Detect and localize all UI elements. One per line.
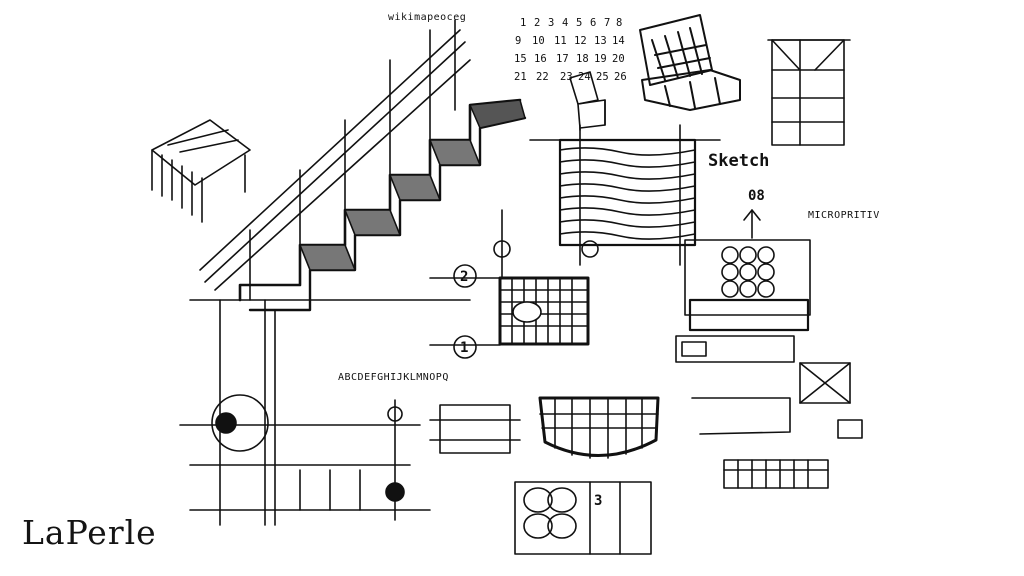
calendar-day: 18 [576,53,589,65]
calendar-day: 17 [556,53,569,65]
calendar-day: 1 [520,17,526,29]
pergola-sketch [151,119,251,223]
calendar-day: 5 [576,17,582,29]
alphabet-label: ABCDEFGHIJKLMNOPQ [338,372,449,383]
calendar-day: 16 [534,53,547,65]
calendar-day: 12 [574,35,587,47]
calendar-day: 25 [596,71,609,83]
calendar-day: 23 [560,71,573,83]
microprint-label: MICROPRITIV [808,210,880,221]
laperle-logo: LaPerle [22,513,157,552]
calendar-day: 6 [590,17,596,29]
balcony-railing-sketch [675,209,811,363]
marker-label: 1 [460,340,468,356]
marker-label: 2 [460,269,468,285]
calendar-day: 8 [616,17,622,29]
shelf-sketch [767,39,851,146]
grid-panel-sketch [538,396,660,459]
calendar-day: 10 [532,35,545,47]
armchair-sketch [639,14,741,111]
calendar-day: 19 [594,53,607,65]
scribble-label: wikimapeoceg [388,12,466,23]
calendar-day: 14 [612,35,625,47]
calendar-day: 2 [534,17,540,29]
calendar-day: 7 [604,17,610,29]
sketch-word: Sketch [708,151,769,171]
calendar-day: 26 [614,71,627,83]
staircase-sketch [199,19,527,312]
floral-pattern-sketch [514,481,652,555]
calendar-day: 24 [578,71,591,83]
calendar-day: 4 [562,17,568,29]
calendar-day: 11 [554,35,567,47]
floor-plan-sketch [179,299,471,526]
calendar-day: 9 [515,35,521,47]
rug-pattern-sketch [529,124,721,266]
small-number: 3 [594,493,602,509]
frame-detail-sketch [429,404,521,454]
calendar-day: 3 [548,17,554,29]
calendar-numbers: 1 2 3 4 5 6 7 8 9 10 11 12 13 14 15 16 1… [514,17,627,83]
calendar-day: 22 [536,71,549,83]
calendar-day: 15 [514,53,527,65]
number-tag: 08 [748,188,765,204]
tile-plan-sketch [429,209,599,359]
calendar-day: 20 [612,53,625,65]
small-detail-sketches [691,362,863,489]
calendar-day: 21 [514,71,527,83]
calendar-day: 13 [594,35,607,47]
